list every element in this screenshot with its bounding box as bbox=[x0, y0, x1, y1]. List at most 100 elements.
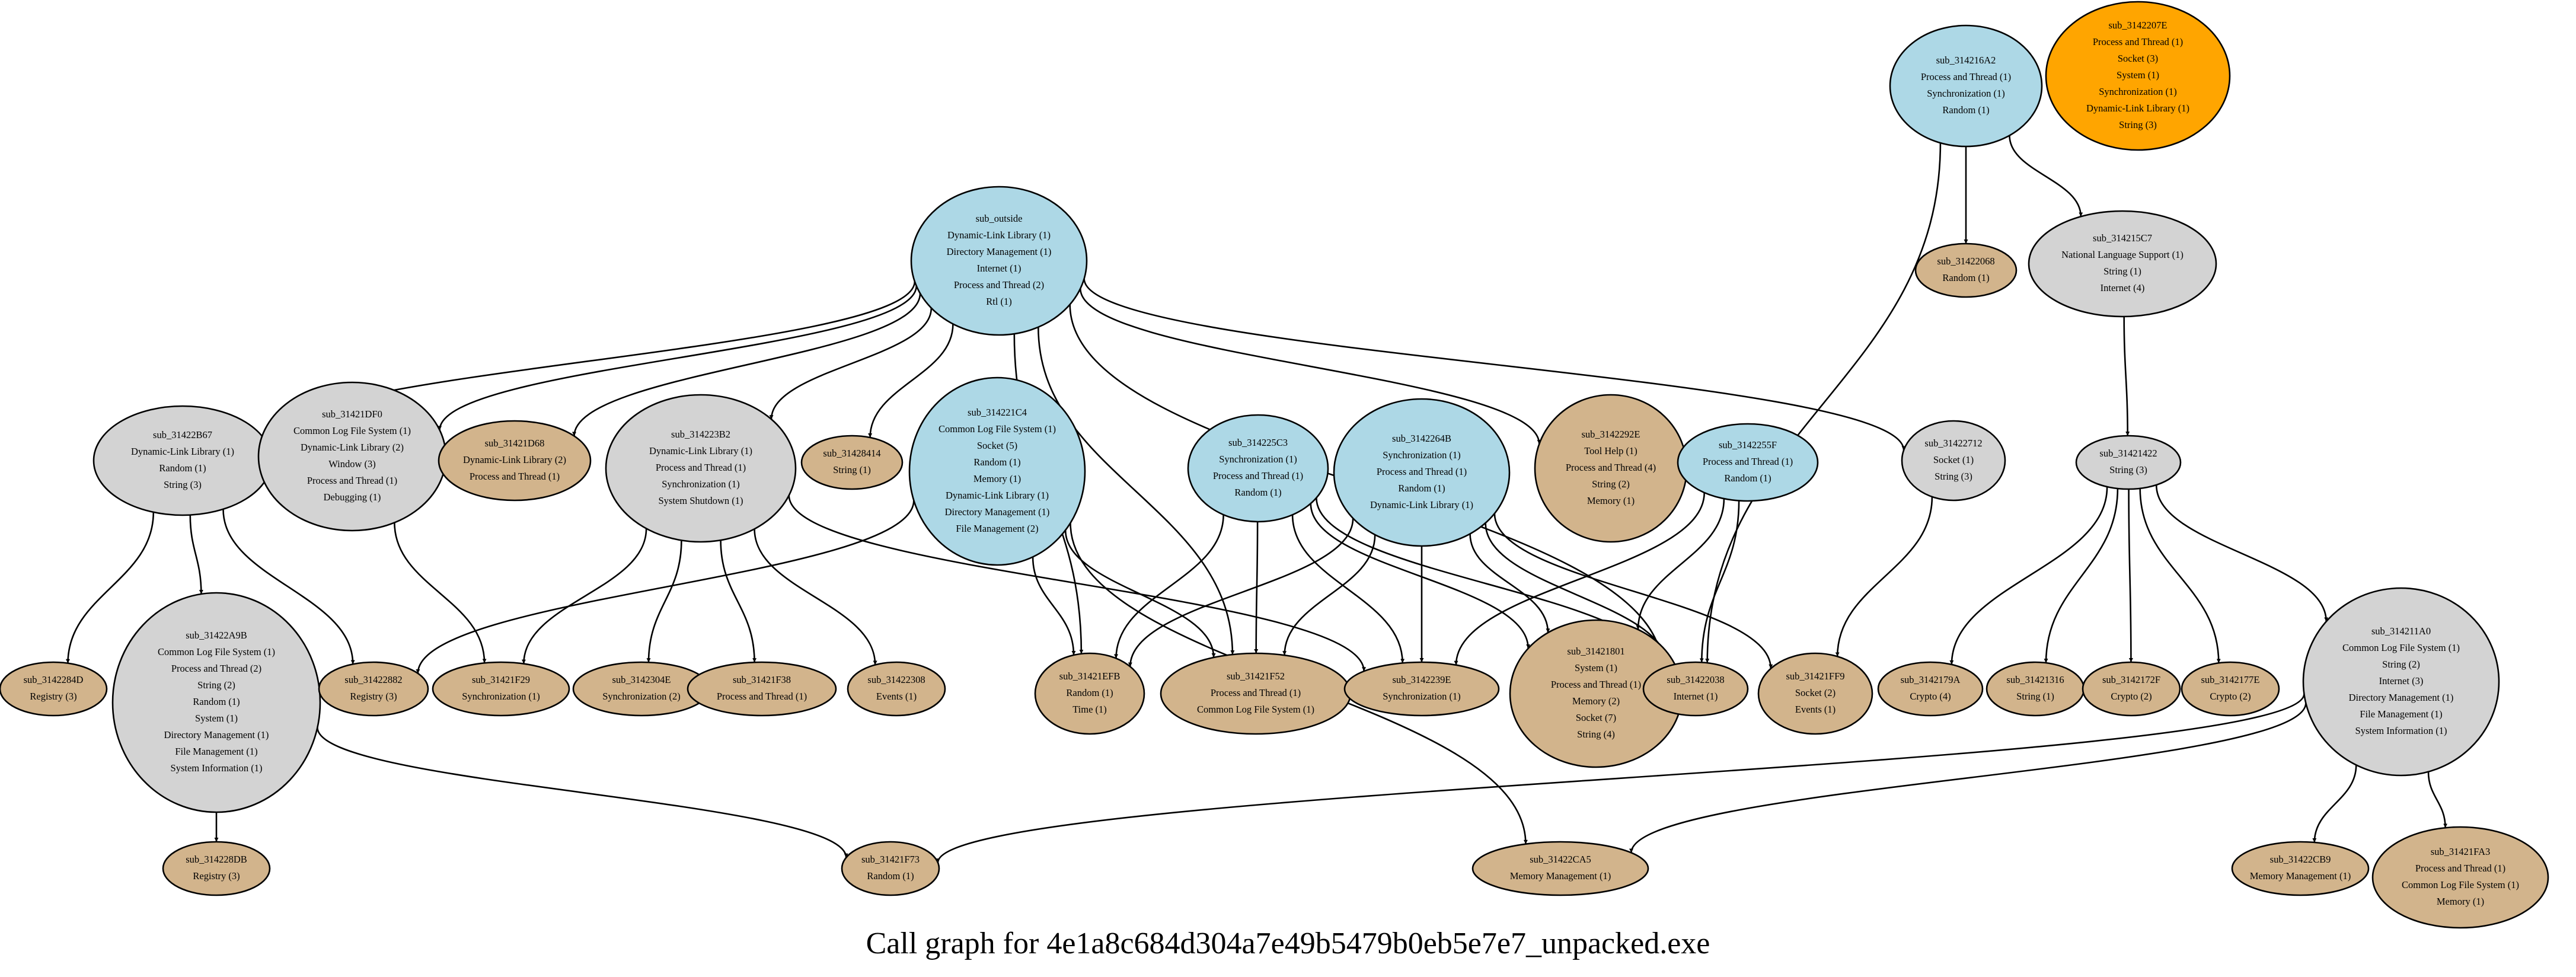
node-api-count: Rtl (1) bbox=[986, 296, 1012, 307]
node-shape-sub_3142255F bbox=[1677, 423, 1819, 502]
node-api-count: Process and Thread (1) bbox=[2093, 36, 2183, 47]
node-api-count: Dynamic-Link Library (2) bbox=[301, 442, 404, 453]
node-api-count: Crypto (4) bbox=[1910, 691, 1951, 702]
node-title: sub_3142304E bbox=[612, 674, 671, 685]
node-shape-sub_3142179A bbox=[1877, 661, 1984, 717]
node-api-count: Memory Management (1) bbox=[2250, 870, 2351, 882]
edge-sub_314221C4-to-sub_31422882 bbox=[416, 500, 915, 673]
node-title: sub_31428414 bbox=[823, 448, 880, 459]
node-api-count: Random (1) bbox=[159, 462, 206, 474]
node-title: sub_31421F38 bbox=[733, 674, 791, 685]
edge-sub_31421422-to-sub_3142179A bbox=[1949, 487, 2108, 665]
node-api-count: Internet (1) bbox=[977, 263, 1022, 274]
edge-sub_3142255F-to-sub_31422038 bbox=[1699, 500, 1740, 663]
node-api-count: Directory Management (1) bbox=[164, 729, 269, 740]
node-api-count: Synchronization (1) bbox=[1927, 88, 2005, 99]
node-title: sub_3142292E bbox=[1582, 429, 1640, 440]
node-api-count: String (2) bbox=[197, 679, 235, 691]
edge-sub_3142255F-to-sub_31421801 bbox=[1636, 499, 1725, 630]
node-title: sub_3142177E bbox=[2201, 674, 2260, 685]
node-api-count: String (3) bbox=[164, 479, 202, 490]
node-api-count: Random (1) bbox=[1942, 104, 1989, 116]
node-api-count: Random (1) bbox=[1398, 483, 1445, 494]
node-api-count: Process and Thread (1) bbox=[2415, 863, 2505, 874]
node-shape-sub_31422CB9 bbox=[2231, 841, 2370, 896]
node-shape-sub_31428414 bbox=[800, 435, 904, 490]
edge-sub_3142264B-to-sub_31421801 bbox=[1469, 534, 1550, 633]
edge-sub_31421422-to-sub_3142177E bbox=[2139, 488, 2221, 663]
node-title: sub_31422CB9 bbox=[2270, 854, 2331, 865]
node-api-count: Random (1) bbox=[1234, 487, 1281, 498]
node-api-count: Common Log File System (1) bbox=[293, 425, 411, 436]
node-api-count: Memory (1) bbox=[973, 473, 1021, 484]
node-title: sub_31421DF0 bbox=[322, 408, 382, 420]
node-api-count: Socket (1) bbox=[1933, 454, 1974, 465]
edge-sub_314216A2-to-sub_31422038 bbox=[1705, 143, 1942, 663]
node-api-count: Memory (1) bbox=[2437, 896, 2484, 907]
node-api-count: Debugging (1) bbox=[324, 491, 381, 503]
node-api-count: Socket (3) bbox=[2118, 53, 2158, 64]
edge-sub_31422712-to-sub_31421FF9 bbox=[1835, 496, 1933, 657]
node-api-count: Synchronization (1) bbox=[1219, 454, 1297, 465]
node-shape-sub_31422B67 bbox=[92, 405, 273, 516]
node-api-count: Events (1) bbox=[876, 691, 917, 702]
node-api-count: Process and Thread (1) bbox=[1377, 466, 1467, 477]
node-api-count: Memory (1) bbox=[1587, 495, 1635, 506]
node-api-count: String (2) bbox=[1592, 478, 1630, 490]
node-api-count: Process and Thread (4) bbox=[1566, 462, 1656, 473]
node-title: sub_314215C7 bbox=[2093, 232, 2152, 244]
edge-sub_314221C4-to-sub_31421EFB bbox=[1032, 557, 1076, 656]
node-title: sub_31421801 bbox=[1567, 646, 1624, 657]
edge-sub_314223B2-to-sub_31422308 bbox=[754, 529, 877, 665]
edge-sub_314223B2-to-sub_31421F38 bbox=[720, 540, 757, 663]
edge-sub_3142264B-to-sub_31421EFB bbox=[1128, 518, 1354, 667]
node-api-count: Internet (1) bbox=[1674, 691, 1718, 702]
node-title: sub_31422068 bbox=[1937, 256, 1994, 267]
node-shape-sub_3142264B bbox=[1333, 398, 1511, 547]
node-api-count: Registry (3) bbox=[350, 691, 397, 702]
edge-sub_31421422-to-sub_3142172F bbox=[2128, 489, 2133, 663]
node-api-count: Dynamic-Link Library (1) bbox=[131, 446, 234, 457]
node-shape-sub_31422308 bbox=[847, 661, 946, 717]
node-shape-sub_314223B2 bbox=[605, 394, 797, 543]
edge-sub_31422A9B-to-sub_31421F73 bbox=[317, 727, 848, 858]
node-shape-sub_31422CA5 bbox=[1471, 841, 1649, 896]
edge-sub_31421422-to-sub_314211A0 bbox=[2155, 484, 2329, 622]
node-title: sub_31422CA5 bbox=[1530, 854, 1591, 865]
node-shape-sub_31421EFB bbox=[1034, 652, 1145, 735]
node-shape-sub_314215C7 bbox=[2028, 210, 2217, 318]
node-api-count: Common Log File System (1) bbox=[2342, 642, 2460, 653]
node-shape-sub_31421D68 bbox=[438, 420, 592, 502]
node-shape-sub_314216A2 bbox=[1889, 24, 2043, 148]
node-api-count: Tool Help (1) bbox=[1584, 445, 1637, 456]
node-api-count: Synchronization (1) bbox=[662, 478, 740, 490]
node-api-count: String (3) bbox=[2109, 464, 2147, 475]
node-api-count: Process and Thread (1) bbox=[1551, 679, 1641, 690]
node-api-count: Directory Management (1) bbox=[2349, 692, 2454, 703]
node-api-count: Random (1) bbox=[193, 696, 240, 707]
edge-sub_314211A0-to-sub_31421FA3 bbox=[2427, 771, 2448, 828]
node-api-count: Synchronization (1) bbox=[2099, 86, 2177, 97]
edge-sub_outside-to-sub_314223B2 bbox=[769, 308, 933, 420]
node-title: sub_31422A9B bbox=[186, 630, 247, 641]
node-title: sub_31421F73 bbox=[861, 854, 920, 865]
edge-sub_3142255F-to-sub_3142239E bbox=[1454, 492, 1705, 665]
edge-sub_314216A2-to-sub_314215C7 bbox=[2009, 135, 2083, 217]
edge-sub_314211A0-to-sub_31422CB9 bbox=[2312, 765, 2357, 843]
node-api-count: Process and Thread (1) bbox=[656, 462, 746, 473]
